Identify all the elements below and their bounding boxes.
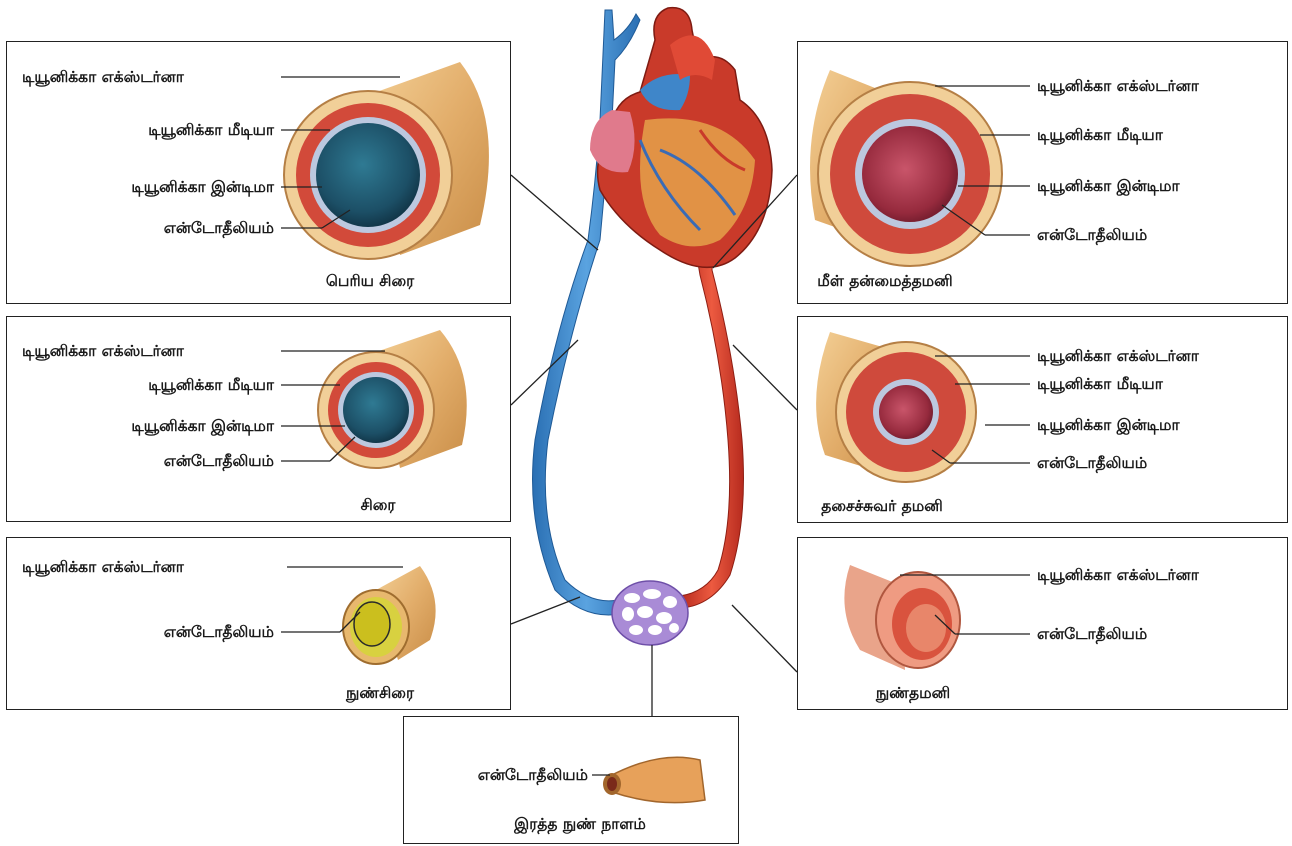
arteriole-endothelium-label: என்டோதீலியம் [1037,625,1147,643]
muscular-artery-intima-label: டியூனிக்கா இன்டிமா [1037,416,1180,434]
muscular-artery-illustration [816,332,976,482]
capillary-caption: இரத்த நுண் நாளம் [514,815,646,835]
arteriole-caption: நுண்தமனி [876,684,950,704]
muscular-artery-media-label: டியூனிக்கா மீடியா [1037,375,1163,393]
arteriole-illustration [844,565,960,670]
large-vein-intima-label: டியூனிக்கா இன்டிமா [131,178,274,196]
venule-endothelium-label: என்டோதீலியம் [164,623,274,641]
large-vein-endothelium-label: என்டோதீலியம் [164,219,274,237]
large-vein-illustration [284,62,489,259]
muscular-artery-externa-label: டியூனிக்கா எக்ஸ்டர்னா [1037,347,1199,365]
muscular-artery-endothelium-label: என்டோதீலியம் [1037,454,1147,472]
muscular-artery-caption: தசைச்சுவர் தமனி [821,497,942,517]
vein-intima-label: டியூனிக்கா இன்டிமா [131,417,274,435]
elastic-artery-endothelium-label: என்டோதீலியம் [1037,226,1147,244]
capillary-illustration [603,757,705,802]
venule-caption: நுண்சிரை [346,684,414,704]
elastic-artery-externa-label: டியூனிக்கா எக்ஸ்டர்னா [1037,77,1199,95]
large-vein-caption: பெரிய சிரை [326,272,414,292]
vein-endothelium-label: என்டோதீலியம் [164,452,274,470]
capillary-endothelium-label: என்டோதீலியம் [478,766,588,784]
arteriole-externa-label: டியூனிக்கா எக்ஸ்டர்னா [1037,566,1199,584]
elastic-artery-media-label: டியூனிக்கா மீடியா [1037,126,1163,144]
large-vein-media-label: டியூனிக்கா மீடியா [148,121,274,139]
capillary-bed [612,581,688,645]
venule-externa-label: டியூனிக்கா எக்ஸ்டர்னா [22,558,184,576]
vein-externa-label: டியூனிக்கா எக்ஸ்டர்னா [22,342,184,360]
vein-media-label: டியூனிக்கா மீடியா [148,376,274,394]
elastic-artery-intima-label: டியூனிக்கா இன்டிமா [1037,177,1180,195]
vein-caption: சிரை [361,496,396,516]
large-vein-externa-label: டியூனிக்கா எக்ஸ்டர்னா [22,68,184,86]
elastic-artery-illustration [810,70,1002,266]
elastic-artery-caption: மீள் தன்மைத்தமனி [817,272,952,292]
